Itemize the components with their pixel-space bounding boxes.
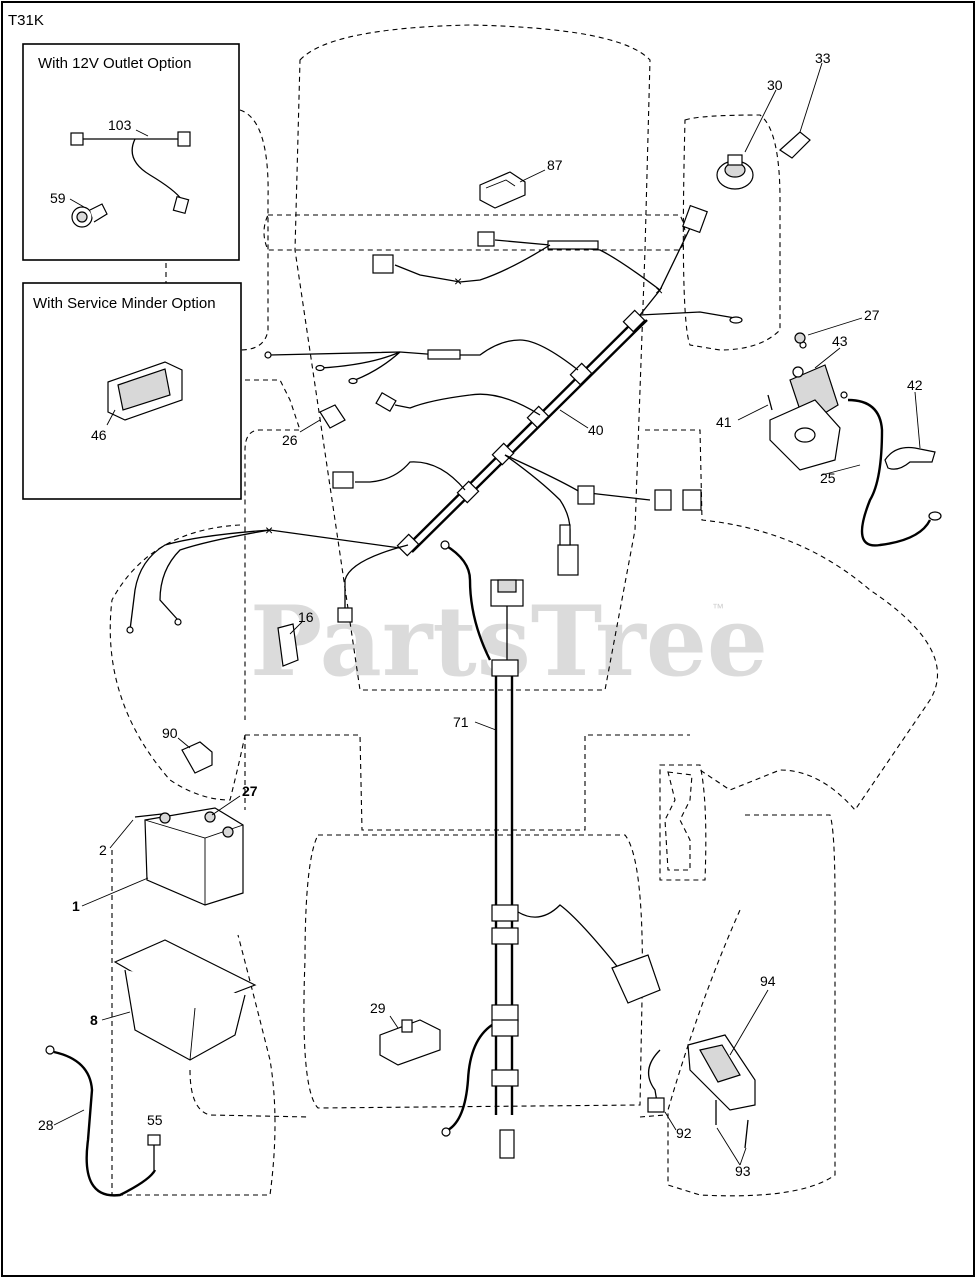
callout-87: 87 — [547, 157, 563, 173]
callout-2: 2 — [99, 842, 107, 858]
battery-wires: × — [126, 522, 401, 634]
part-46-service-minder — [107, 361, 183, 421]
part-71-rear-harness — [440, 540, 661, 1159]
callout-8: 8 — [90, 1012, 98, 1028]
part-25-cable — [840, 391, 942, 547]
part-43-solenoid — [769, 341, 841, 471]
option-box-service-minder-title: With Service Minder Option — [33, 295, 216, 312]
part-30-key-switch — [716, 154, 754, 190]
callout-59: 59 — [50, 190, 66, 206]
callout-103: 103 — [108, 117, 132, 133]
part-8-battery-tray — [113, 939, 257, 1061]
callout-1: 1 — [72, 898, 80, 914]
part-94-pto-switch — [687, 1034, 756, 1111]
option-box-service-minder — [22, 282, 242, 500]
wire-splice-mark: × — [265, 522, 273, 538]
part-1-battery — [144, 807, 244, 906]
trademark-symbol: ™ — [712, 601, 724, 615]
callout-43: 43 — [832, 333, 848, 349]
callout-46: 46 — [91, 427, 107, 443]
callout-30: 30 — [767, 77, 783, 93]
callout-29: 29 — [370, 1000, 386, 1016]
callout-94: 94 — [760, 973, 776, 989]
callout-labels: 103 59 46 87 30 33 27 43 42 41 25 40 26 … — [38, 50, 923, 1179]
part-92-wire — [648, 1049, 661, 1109]
part-40-main-harness: × × — [264, 204, 743, 623]
wire-splice-mark: × — [454, 273, 462, 289]
part-55-bolt — [147, 1134, 161, 1170]
callout-25: 25 — [820, 470, 836, 486]
part-42-terminal-cover — [884, 446, 936, 470]
callout-26: 26 — [282, 432, 298, 448]
wire-splice-mark: × — [655, 282, 663, 298]
callout-71: 71 — [453, 714, 469, 730]
part-93-screws — [715, 1100, 749, 1149]
part-59-outlet — [71, 203, 108, 228]
part-29-seat-switch — [379, 1019, 441, 1066]
callout-42: 42 — [907, 377, 923, 393]
option-box-12v — [22, 43, 240, 261]
callout-28: 28 — [38, 1117, 54, 1133]
tractor-outline — [109, 24, 939, 1197]
part-103-harness — [70, 131, 191, 215]
callout-92: 92 — [676, 1125, 692, 1141]
part-26-fuse — [319, 404, 346, 429]
callout-40: 40 — [588, 422, 604, 438]
callout-27-battery: 27 — [242, 783, 258, 799]
part-33-diode — [779, 131, 811, 159]
part-90-clip — [181, 741, 213, 774]
part-92-connector — [647, 1097, 665, 1113]
callout-55: 55 — [147, 1112, 163, 1128]
callout-93: 93 — [735, 1163, 751, 1179]
leader-lines — [53, 62, 921, 1166]
callout-16: 16 — [298, 609, 314, 625]
part-2-bolt — [134, 813, 163, 818]
callout-41: 41 — [716, 414, 732, 430]
part-87-relay — [479, 171, 526, 209]
part-28-ground-cable — [45, 1045, 157, 1197]
callout-27-top: 27 — [864, 307, 880, 323]
callout-90: 90 — [162, 725, 178, 741]
part-41-bolt — [767, 394, 773, 411]
callout-33: 33 — [815, 50, 831, 66]
part-27-nut — [794, 332, 806, 344]
diagram-code: T31K — [8, 12, 44, 29]
option-box-12v-title: With 12V Outlet Option — [38, 55, 191, 72]
part-16-switch — [277, 623, 299, 667]
